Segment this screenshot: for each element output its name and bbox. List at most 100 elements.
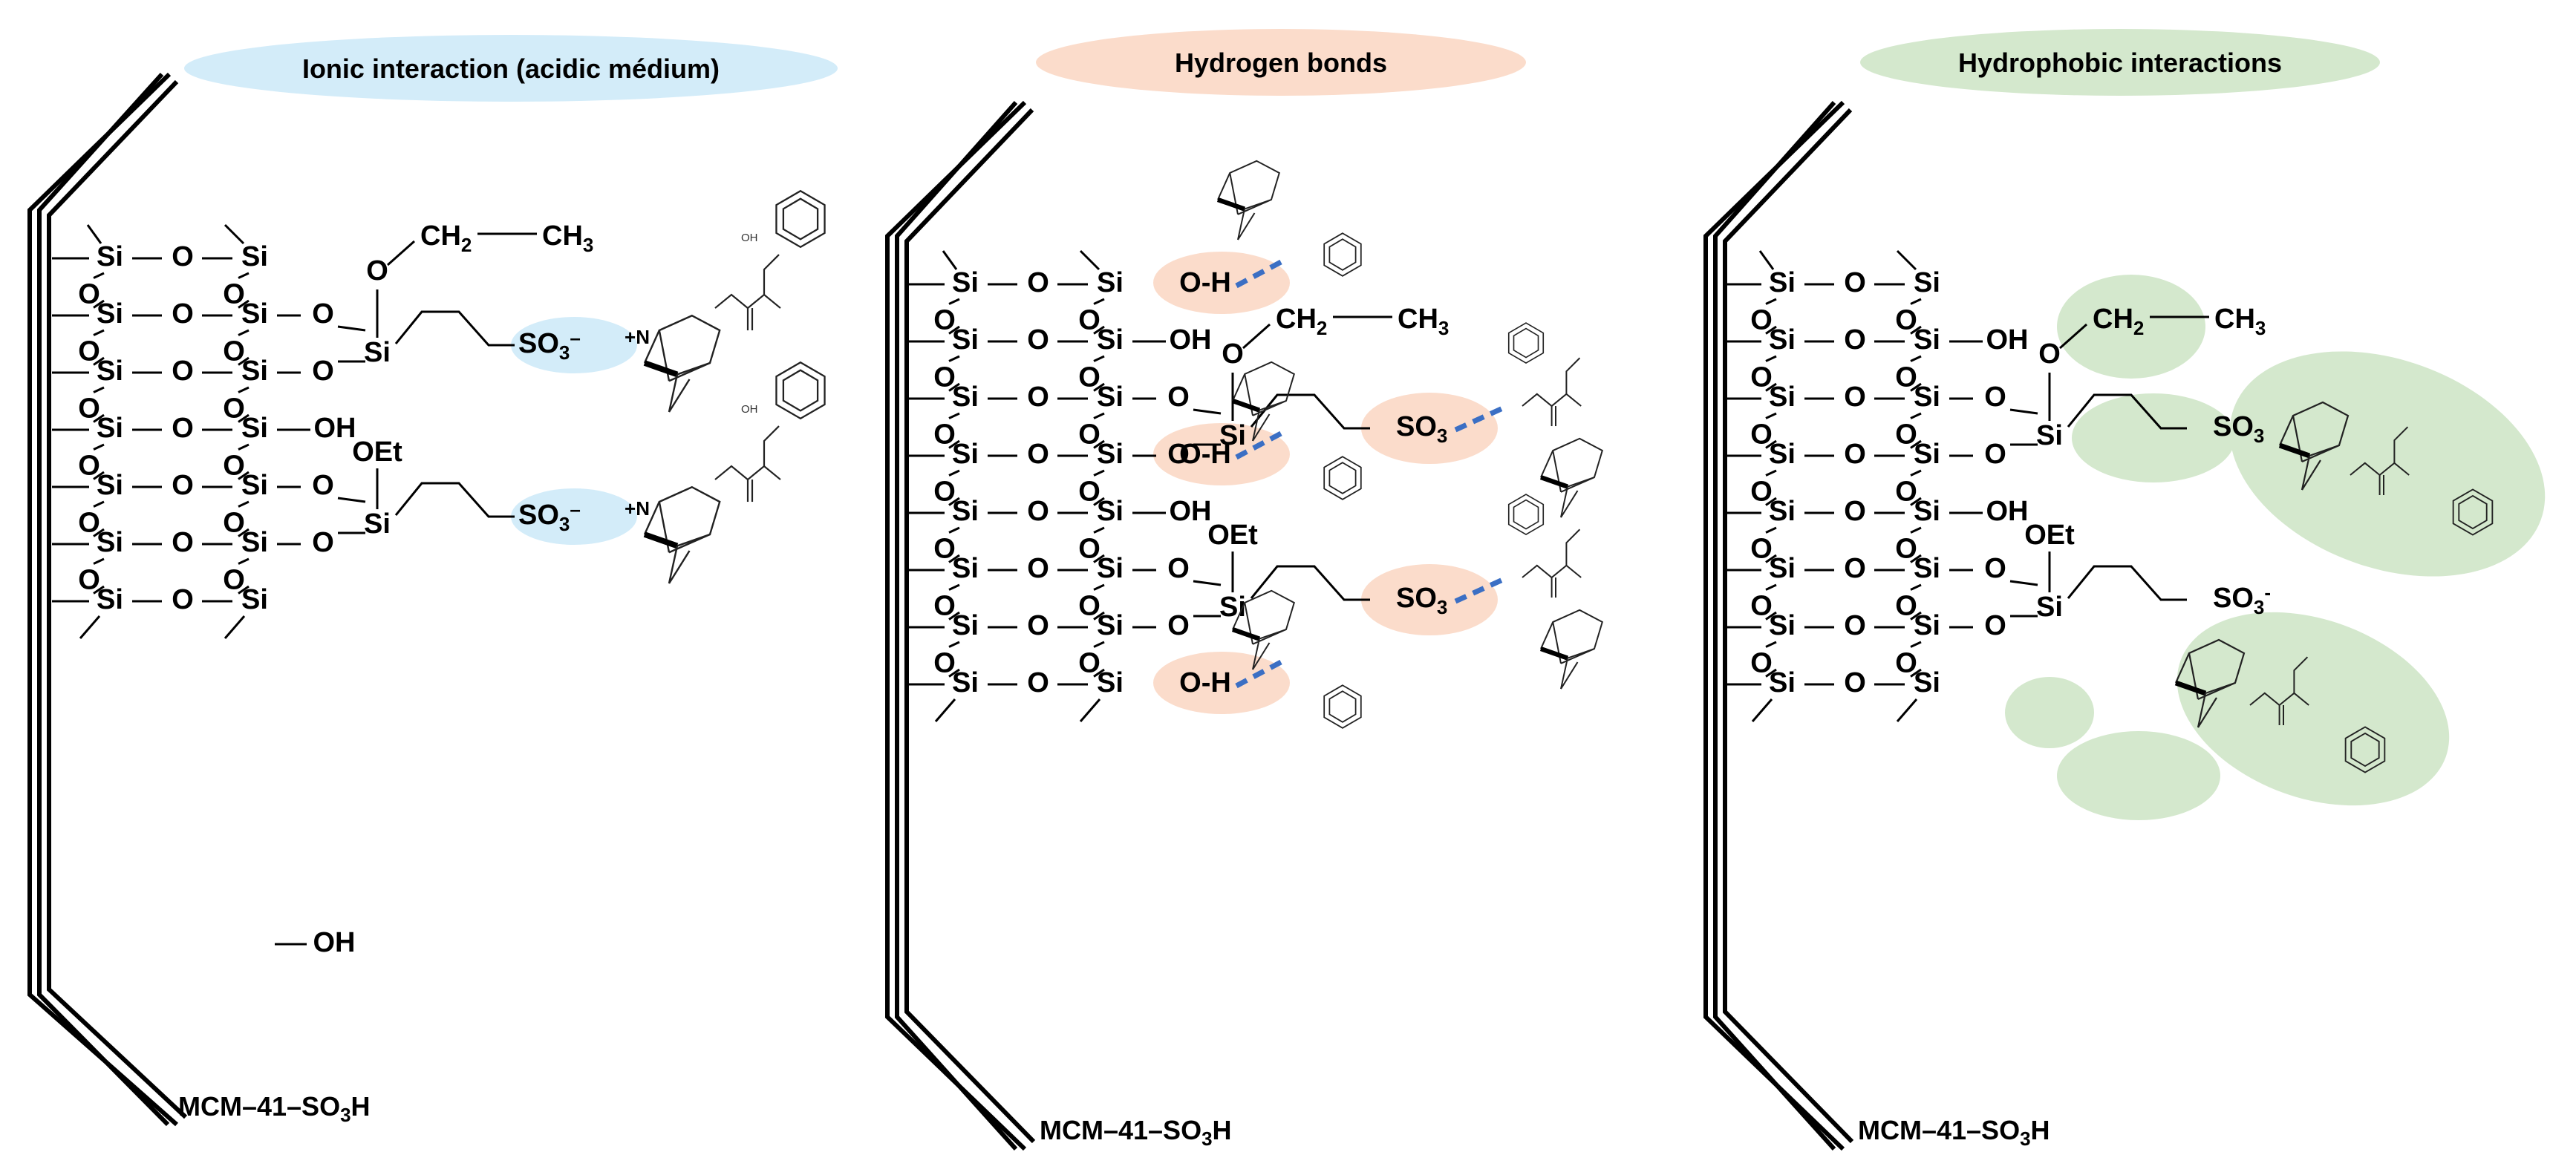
bond-line <box>2009 408 2038 415</box>
oxygen-atom: O <box>1844 610 1866 641</box>
oxygen-atom: O <box>172 356 194 387</box>
silicon-atom: Si <box>1769 439 1796 470</box>
ester-linkage <box>1522 357 1582 428</box>
bond-line <box>1910 382 1922 392</box>
hydroxyl-group: OH <box>1986 496 2029 527</box>
svg-text:Ionic interaction (acidic médi: Ionic interaction (acidic médium) <box>302 53 720 84</box>
hbond-highlight <box>1153 423 1290 485</box>
hydrogen-bond <box>1235 259 1282 289</box>
hydroxyl-donor: O-H <box>1179 267 1231 298</box>
bond-line <box>93 471 105 480</box>
sulfonate-group: SO3 <box>2213 411 2264 447</box>
bond-line <box>1765 554 1777 563</box>
bond-line <box>948 382 960 392</box>
grafted-silicon: Si <box>1219 420 1246 451</box>
propyl-chain <box>1250 393 1370 430</box>
atropine-molecules: OH OH <box>645 161 2494 773</box>
silicon-atom: Si <box>952 496 979 527</box>
silicon-atom: Si <box>1097 382 1124 413</box>
bond-line <box>1765 611 1777 621</box>
bond-line <box>238 500 250 508</box>
bond-line <box>238 443 250 451</box>
phenyl-ring <box>1507 494 1545 535</box>
ester-linkage <box>714 253 782 332</box>
silicon-atom: Si <box>1769 267 1796 298</box>
tropane-ring <box>1541 439 1602 517</box>
tropane-ring <box>1218 161 1279 240</box>
bond-line <box>1765 382 1777 392</box>
propyl-chain <box>2067 393 2187 430</box>
bond-line <box>387 240 415 266</box>
phenyl-ring <box>1507 322 1545 364</box>
oxygen-atom: O <box>172 413 194 444</box>
bond-line <box>86 224 102 244</box>
bond-line <box>948 668 960 678</box>
bond-line <box>238 585 250 595</box>
ethoxy-group: OEt <box>2024 520 2075 551</box>
sulfonate-group: SO3 <box>1396 583 1447 618</box>
silicon-atom: Si <box>952 667 979 698</box>
panel-1-title: Ionic interaction (acidic médium) <box>184 35 838 102</box>
bond-line <box>942 250 958 270</box>
hydroxymethyl-label: OH <box>741 232 758 244</box>
bond-line <box>1910 526 1922 534</box>
bond-line <box>1910 325 1922 335</box>
bond-line <box>1765 668 1777 678</box>
bond-line <box>238 471 250 480</box>
bond-line <box>224 615 246 639</box>
oxygen-atom: O <box>1984 439 2006 470</box>
oxygen-atom: O <box>2038 338 2061 370</box>
bond-line <box>1193 408 1222 415</box>
hydroxymethyl-label: OH <box>741 403 758 416</box>
silicon-atom: Si <box>1914 267 1940 298</box>
svg-text:MCM–41–SO3H: MCM–41–SO3H <box>178 1091 371 1126</box>
hydrophobic-highlight <box>2057 731 2220 820</box>
bond-line <box>1910 439 1922 449</box>
bond-line <box>2059 323 2087 350</box>
ch2-group: CH2 <box>1276 304 1327 339</box>
oxygen-atom: O <box>172 527 194 558</box>
bond-line <box>1079 698 1101 722</box>
panel-1-material-label: MCM–41–SO3H <box>178 1091 371 1126</box>
bond-line <box>238 528 250 537</box>
ch3-group: CH3 <box>1398 304 1449 339</box>
ethoxy-group: OEt <box>352 436 402 468</box>
bond-line <box>93 557 105 565</box>
bond-line <box>1910 469 1922 477</box>
bond-line <box>93 386 105 393</box>
bond-line <box>1765 325 1777 335</box>
bond-line <box>1093 526 1105 534</box>
silicon-atom: Si <box>952 267 979 298</box>
grafted-silicon: Si <box>364 508 391 540</box>
bond-line <box>1910 355 1922 362</box>
silicon-atom: Si <box>97 584 123 615</box>
phenyl-ring <box>1323 684 1362 729</box>
bond-line <box>2009 580 2038 586</box>
oxygen-atom: O <box>1844 267 1866 298</box>
silicon-atom: Si <box>1769 382 1796 413</box>
bond-line <box>1093 641 1105 648</box>
silicon-atom: Si <box>97 470 123 501</box>
grafted-silicon: Si <box>364 337 391 368</box>
panel-3-title: Hydrophobic interactions <box>1860 29 2380 96</box>
bond-line <box>1765 526 1777 534</box>
bond-line <box>1093 412 1105 419</box>
tropane-ring <box>1541 610 1602 689</box>
bond-line <box>1910 554 1922 563</box>
hydrophobic-highlight <box>2176 612 2450 806</box>
hydroxyl-group: OH <box>1170 496 1212 527</box>
oxygen-atom: O <box>1027 324 1049 356</box>
silicon-atom: Si <box>1097 439 1124 470</box>
bond-line <box>1093 439 1105 449</box>
bond-line <box>1093 469 1105 477</box>
phenyl-ring <box>1323 232 1362 277</box>
bond-line <box>238 356 250 366</box>
silicon-atom: Si <box>952 610 979 641</box>
hbond-highlight <box>1361 564 1498 636</box>
silicon-atom: Si <box>1097 496 1124 527</box>
interaction-highlights <box>511 252 2546 820</box>
silicon-atom: Si <box>952 553 979 584</box>
silicon-atom: Si <box>952 324 979 356</box>
bond-line <box>93 500 105 508</box>
